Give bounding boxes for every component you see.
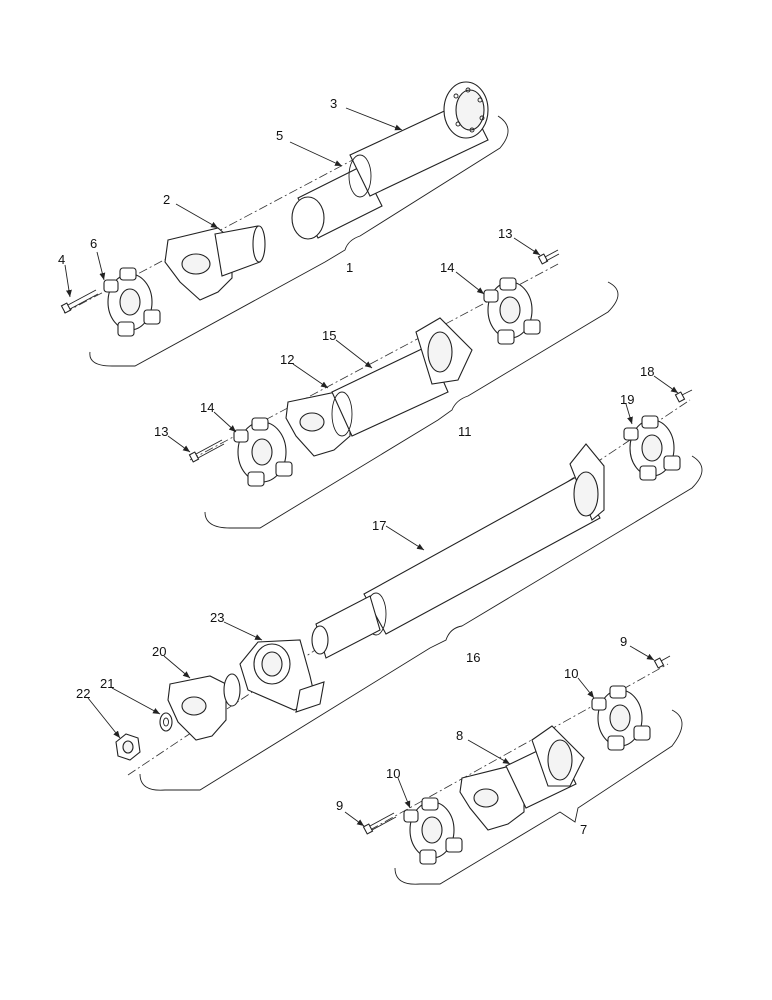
leader-18: [653, 375, 679, 394]
callout-21: 21: [100, 676, 114, 691]
washer-21: [159, 712, 173, 732]
leader-4: [64, 264, 72, 298]
leader-19: [625, 403, 633, 425]
universal-joint-14-left: [233, 417, 293, 487]
leader-13-left: [167, 435, 191, 453]
callout-17: 17: [372, 518, 386, 533]
callout-9-right: 9: [620, 634, 627, 649]
tube-5: [291, 165, 383, 240]
universal-joint-10-left: [403, 797, 463, 865]
callout-5: 5: [276, 128, 283, 143]
shaft-8: [459, 725, 585, 831]
callout-4: 4: [58, 252, 65, 267]
callout-14-top: 14: [440, 260, 454, 275]
callout-13-left: 13: [154, 424, 168, 439]
assembly-7: [362, 655, 683, 885]
assembly-11-bracket: [204, 281, 619, 529]
universal-joint-6: [103, 267, 161, 337]
yoke-12: [285, 391, 351, 457]
callout-18: 18: [640, 364, 654, 379]
universal-joint-19: [623, 415, 681, 481]
callout-2: 2: [163, 192, 170, 207]
tube-15: [331, 317, 473, 437]
center-bearing-23: [239, 639, 325, 713]
assembly-11: [188, 249, 619, 529]
bolt-4: [60, 289, 99, 314]
callout-leaders: [64, 107, 679, 827]
assembly-1: [60, 81, 509, 367]
leader-5: [289, 141, 343, 167]
assembly-1-bracket: [89, 115, 509, 367]
universal-joint-10-right: [591, 685, 651, 751]
leader-12: [292, 363, 329, 389]
leader-8: [467, 739, 511, 765]
callout-23: 23: [210, 610, 224, 625]
leader-9-right: [629, 645, 655, 661]
leader-10-left: [397, 777, 411, 809]
shaft-17: [311, 443, 605, 659]
callout-1: 1: [346, 260, 353, 275]
leader-13-top: [513, 237, 541, 256]
callout-7: 7: [580, 822, 587, 837]
callout-14-left: 14: [200, 400, 214, 415]
callout-16: 16: [466, 650, 480, 665]
leader-21: [111, 687, 161, 715]
leader-15: [335, 339, 373, 369]
callout-22: 22: [76, 686, 90, 701]
leader-23: [223, 621, 263, 641]
leader-6: [96, 251, 106, 281]
callout-12: 12: [280, 352, 294, 367]
callout-labels: 1 2 3 4 5 6 7 8 9 10 11 12 13 14 15 16 1…: [58, 96, 654, 837]
callout-10-left: 10: [386, 766, 400, 781]
assembly-7-bracket: [394, 709, 683, 885]
callout-9-left: 9: [336, 798, 343, 813]
leader-9-left: [344, 811, 365, 827]
callout-10-right: 10: [564, 666, 578, 681]
nut-22: [115, 733, 141, 761]
yoke-20: [167, 673, 241, 741]
callout-6: 6: [90, 236, 97, 251]
assembly-16: [115, 389, 703, 791]
leader-22: [87, 697, 121, 739]
leader-2: [175, 203, 219, 229]
leader-10-right: [577, 677, 595, 699]
bolt-13-left: [188, 439, 225, 463]
callout-19: 19: [620, 392, 634, 407]
leader-14-top: [455, 271, 485, 295]
leader-3: [345, 107, 403, 131]
callout-3: 3: [330, 96, 337, 111]
callout-13-top: 13: [498, 226, 512, 241]
leader-17: [385, 525, 425, 551]
slip-yoke-2: [164, 225, 266, 301]
shaft-3: [348, 81, 489, 198]
bolt-9-right: [653, 655, 671, 669]
callout-11: 11: [458, 424, 472, 439]
callout-20: 20: [152, 644, 166, 659]
assembly-16-bracket: [139, 455, 703, 791]
callout-15: 15: [322, 328, 336, 343]
bolt-13-right: [537, 249, 560, 265]
callout-8: 8: [456, 728, 463, 743]
leader-20: [163, 655, 191, 679]
bolt-9-left: [362, 812, 397, 835]
bolt-18: [674, 389, 693, 403]
leader-14-left: [213, 411, 237, 433]
universal-joint-14-right: [483, 277, 541, 345]
